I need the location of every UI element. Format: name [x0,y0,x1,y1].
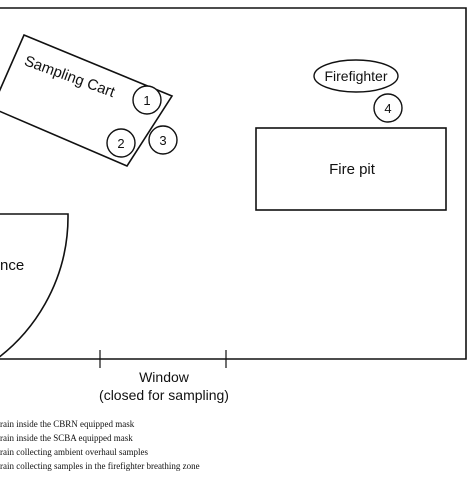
room-outline [0,7,467,360]
partial-area-sector [0,213,69,358]
marker-1-circle [132,85,162,115]
marker-4: 4 [373,93,403,123]
partial-area-label: nce [0,257,24,274]
marker-4-label: 4 [384,101,391,116]
marker-1: 1 [132,85,162,115]
legend-line-3: rain collecting ambient overhaul samples [0,447,148,457]
marker-2-circle [106,128,136,158]
fire-pit-box [255,127,447,211]
marker-4-circle [373,93,403,123]
legend-line-2: rain inside the SCBA equipped mask [0,433,133,443]
legend-line-4: rain collecting samples in the firefight… [0,461,200,471]
marker-2-label: 2 [117,136,124,151]
marker-3-circle [148,125,178,155]
window-label: Window [139,369,190,385]
firefighter-label: Firefighter [324,68,387,84]
firefighter-ellipse [313,59,399,93]
marker-3: 3 [148,125,178,155]
marker-1-label: 1 [143,93,150,108]
marker-2: 2 [106,128,136,158]
legend-line-1: rain inside the CBRN equipped mask [0,419,135,429]
window-note: (closed for sampling) [99,387,229,403]
fire-pit-label: Fire pit [329,161,376,178]
marker-3-label: 3 [159,133,166,148]
